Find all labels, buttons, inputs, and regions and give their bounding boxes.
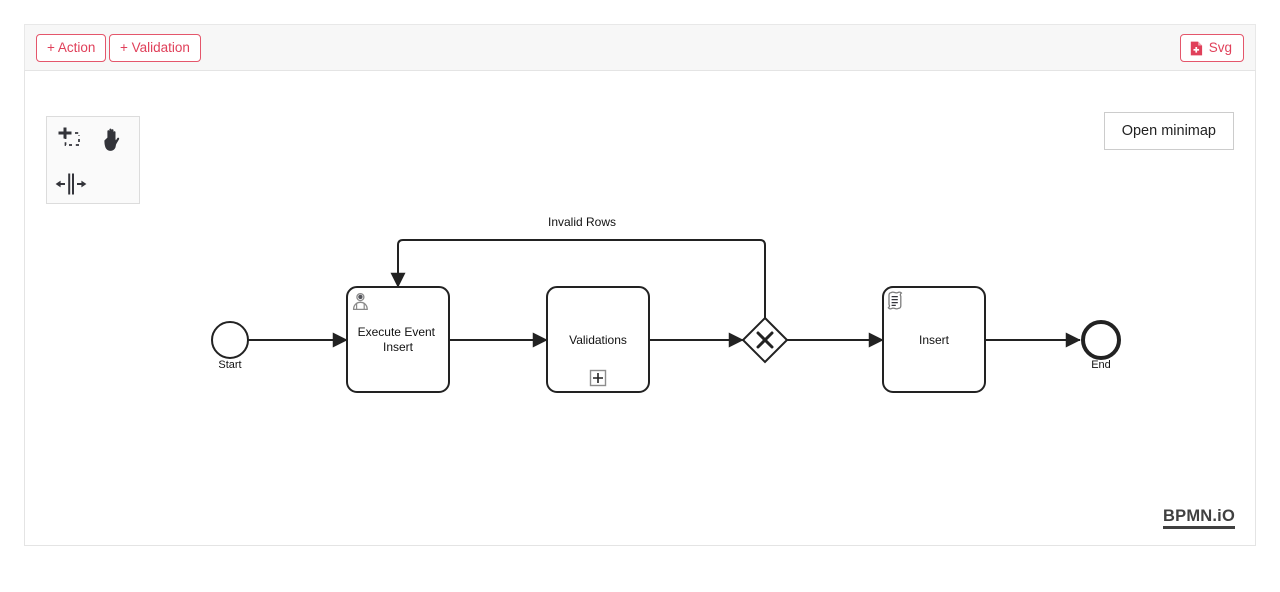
node-label-validations: Validations [569, 333, 627, 347]
script-task-icon [887, 291, 903, 310]
hand-tool-button[interactable] [95, 120, 135, 160]
lasso-tool-button[interactable] [51, 120, 91, 160]
open-minimap-button[interactable]: Open minimap [1103, 112, 1234, 150]
collapsed-subprocess-plus-icon [589, 369, 607, 387]
node-insert[interactable]: Insert [882, 286, 986, 393]
bpmn-modeler: + Action + Validation Svg [24, 24, 1256, 546]
node-execute-event-insert[interactable]: Execute Event Insert [346, 286, 450, 393]
node-label-insert: Insert [919, 333, 950, 347]
node-label-start: Start [218, 359, 241, 371]
node-validations[interactable]: Validations [546, 286, 650, 393]
bpmn-io-logo[interactable]: BPMN.iO [1163, 508, 1235, 529]
file-plus-icon [1190, 41, 1203, 56]
add-action-button[interactable]: + Action [36, 34, 107, 62]
node-end-event[interactable]: End [1081, 320, 1121, 371]
flow-label-invalid-rows: Invalid Rows [548, 215, 616, 229]
space-tool-button[interactable] [51, 164, 91, 204]
flow-invalid-rows[interactable] [390, 239, 766, 318]
diagram-canvas[interactable]: Open minimap BPMN.iO Invalid R [24, 70, 1256, 546]
node-exclusive-gateway[interactable] [741, 316, 789, 364]
gateway-x-icon [756, 331, 774, 349]
node-label-end: End [1091, 359, 1111, 371]
top-toolbar: + Action + Validation Svg [24, 24, 1256, 70]
export-svg-button[interactable]: Svg [1179, 34, 1244, 62]
space-tool-icon [55, 172, 87, 196]
sequence-flows: Invalid Rows [248, 215, 1081, 348]
lasso-tool-icon [56, 126, 86, 154]
node-label-execute-event-insert: Execute Event Insert [358, 325, 439, 354]
node-start-event[interactable]: Start [211, 321, 249, 371]
bpmn-io-logo-bar [1163, 526, 1235, 529]
bpmn-io-logo-text: BPMN.iO [1163, 507, 1235, 525]
editor-palette [46, 116, 140, 204]
user-task-icon [352, 292, 368, 311]
hand-tool-icon [102, 126, 128, 154]
add-validation-button[interactable]: + Validation [109, 34, 201, 62]
export-svg-label: Svg [1208, 40, 1232, 55]
bpmn-diagram[interactable]: Invalid Rows Start Execute Event Insert [25, 71, 1255, 545]
